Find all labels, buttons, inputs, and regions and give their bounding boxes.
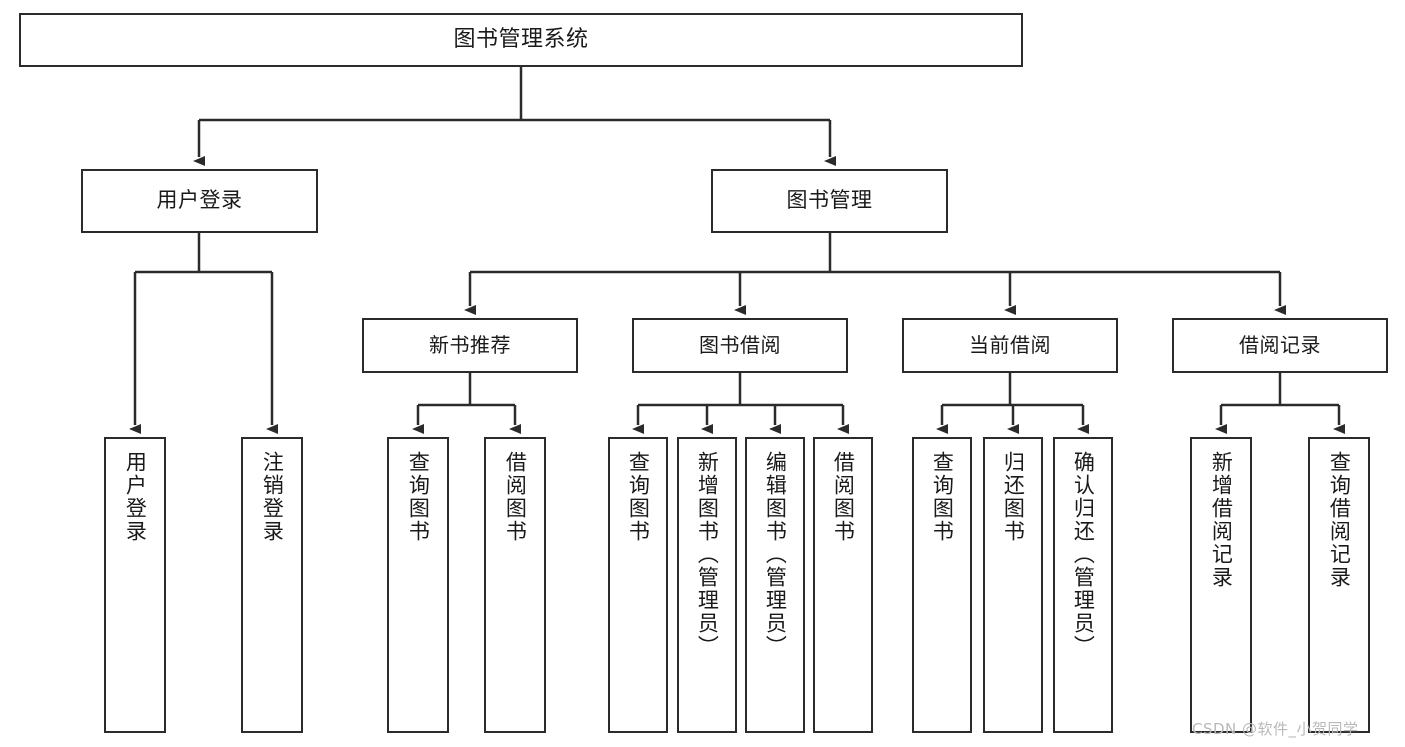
node-book-borrow[interactable]: 图书借阅 <box>632 318 848 373</box>
leaf-label: 查询借阅记录 <box>1327 451 1352 589</box>
node-book-borrow-label: 图书借阅 <box>699 333 781 358</box>
csdn-watermark: CSDN @软件_小贺同学 <box>1192 720 1359 738</box>
leaf-label: 确认归还（管理员） <box>1071 451 1096 658</box>
leaf-label: 编辑图书（管理员） <box>763 451 788 658</box>
leaf-add-borrow-record[interactable]: 新增借阅记录 <box>1190 437 1252 733</box>
leaf-label: 借阅图书 <box>503 451 528 543</box>
leaf-borrow-book[interactable]: 借阅图书 <box>813 437 873 733</box>
node-user-login-label: 用户登录 <box>156 188 243 213</box>
leaf-label: 查询图书 <box>930 451 955 543</box>
leaf-edit-book-admin[interactable]: 编辑图书（管理员） <box>745 437 805 733</box>
leaf-query-borrow-record[interactable]: 查询借阅记录 <box>1308 437 1370 733</box>
leaf-label: 新增图书（管理员） <box>695 451 720 658</box>
leaf-label: 借阅图书 <box>831 451 856 543</box>
node-book-management[interactable]: 图书管理 <box>711 169 948 233</box>
leaf-label: 归还图书 <box>1001 451 1026 543</box>
node-user-login[interactable]: 用户登录 <box>81 169 318 233</box>
leaf-query-book-current[interactable]: 查询图书 <box>912 437 972 733</box>
node-root-label: 图书管理系统 <box>453 26 589 52</box>
leaf-add-book-admin[interactable]: 新增图书（管理员） <box>677 437 737 733</box>
node-book-management-label: 图书管理 <box>786 188 873 213</box>
leaf-query-book-newbook[interactable]: 查询图书 <box>387 437 449 733</box>
leaf-label: 查询图书 <box>406 451 431 543</box>
leaf-logout[interactable]: 注销登录 <box>241 437 303 733</box>
leaf-label: 查询图书 <box>626 451 651 543</box>
leaf-label: 注销登录 <box>260 451 285 543</box>
node-new-book-recommend[interactable]: 新书推荐 <box>362 318 578 373</box>
leaf-label: 新增借阅记录 <box>1209 451 1234 589</box>
leaf-confirm-return-admin[interactable]: 确认归还（管理员） <box>1053 437 1113 733</box>
leaf-user-login[interactable]: 用户登录 <box>104 437 166 733</box>
leaf-query-book-borrow[interactable]: 查询图书 <box>608 437 668 733</box>
leaf-return-book[interactable]: 归还图书 <box>983 437 1043 733</box>
node-current-borrow-label: 当前借阅 <box>969 333 1051 358</box>
node-new-book-recommend-label: 新书推荐 <box>429 333 511 358</box>
node-root[interactable]: 图书管理系统 <box>19 13 1023 67</box>
node-current-borrow[interactable]: 当前借阅 <box>902 318 1118 373</box>
leaf-borrow-book-newbook[interactable]: 借阅图书 <box>484 437 546 733</box>
node-borrow-record[interactable]: 借阅记录 <box>1172 318 1388 373</box>
node-borrow-record-label: 借阅记录 <box>1239 333 1321 358</box>
leaf-label: 用户登录 <box>123 451 148 543</box>
